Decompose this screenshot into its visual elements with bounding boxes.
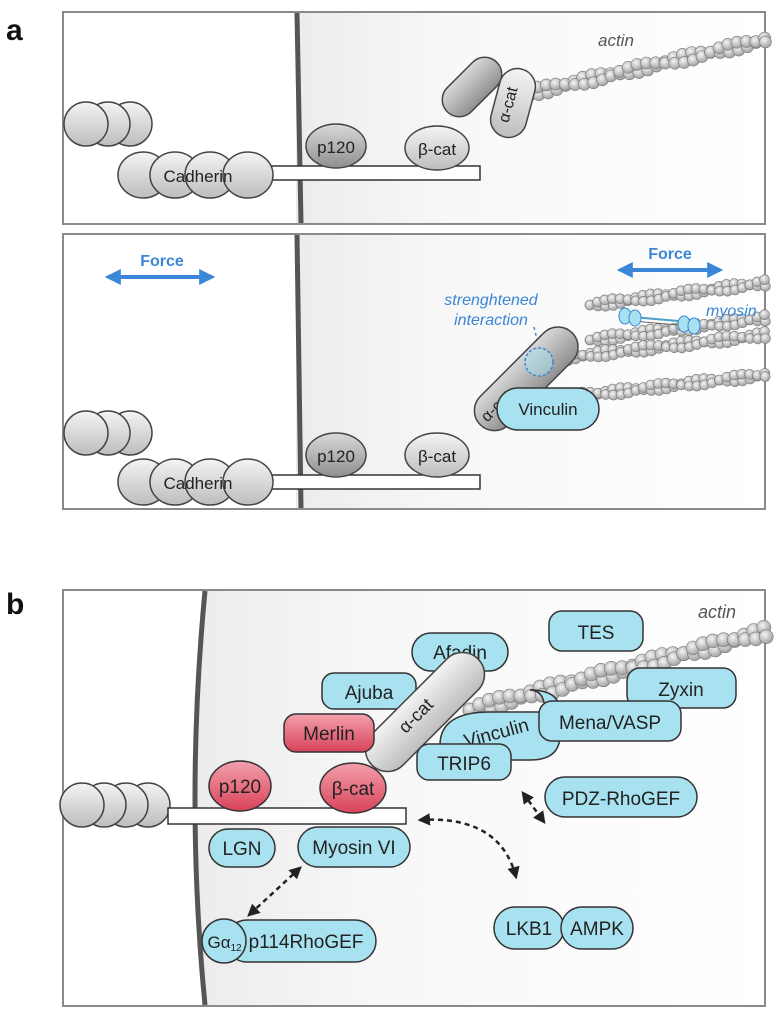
protein-zyxin: Zyxin [626,667,737,709]
protein-p114rhogef: p114RhoGEF [225,919,377,963]
alpha-cat-protein [441,56,537,139]
protein-alpha-cat-b [364,651,486,773]
neighbour-cadherin-2 [63,410,153,456]
ampk-label: AMPK [570,919,624,940]
cell-interior [296,13,764,223]
tes-label: TES [578,623,615,644]
mena-vasp-label: Mena/VASP [559,713,661,734]
myosin-filament [618,307,701,335]
p120-label: p120 [317,138,355,157]
p120-label-b: p120 [219,777,261,798]
galpha-label: Gα [207,933,230,952]
interaction-arrow-vinculin-pdz [521,790,546,825]
p114rhogef-label: p114RhoGEF [249,932,364,953]
panel-a-label: a [6,14,23,47]
protein-beta-cat-b: β-cat [319,762,387,814]
trip6-label: TRIP6 [437,754,491,775]
cadherin-protein [117,151,274,199]
force-label-left: Force [140,253,184,270]
lgn-label: LGN [222,839,261,860]
protein-mena-vasp: Mena/VASP [538,700,682,742]
actin-label: actin [598,31,634,50]
actin-bead [759,371,771,382]
p120-protein-2 [305,432,367,478]
cadherin-label: Cadherin [164,167,233,186]
ajuba-label: Ajuba [345,683,394,704]
neighbour-cadherin-b [59,782,171,828]
interaction-arrow-cadherin-lkb1 [417,813,520,880]
cadherin-protein-2 [117,458,274,506]
actin-bead [759,274,770,286]
p120-label-2: p120 [317,447,355,466]
protein-ajuba: Ajuba [321,672,417,710]
vinculin-protein [496,387,600,431]
beta-cat-label-2: β-cat [418,447,456,466]
protein-pdz-rhogef: PDZ-RhoGEF [544,776,698,818]
protein-tes: TES [548,610,644,652]
lkb1-label: LKB1 [506,919,552,940]
cadherin-tail-2 [264,474,481,490]
actin-bead [759,309,770,321]
panel-a-bottom: Force Force myosin strenghtened interact… [62,233,771,510]
cadherin-label-2: Cadherin [164,474,233,493]
vinculin-label: Vinculin [518,400,577,419]
force-label-right: Force [648,246,692,263]
strengthened-label-line1: strenghtened [444,292,539,309]
cell-membrane-b [192,590,208,1006]
protein-lgn: LGN [208,828,276,868]
cell-membrane [294,12,304,224]
beta-cat-label-b: β-cat [332,779,375,800]
actin-bead [760,333,771,344]
myosin-vi-label: Myosin VI [312,838,395,859]
panel-a-top: actin Cadherin p120 β-cat α-cat [62,11,772,225]
actin-bead [758,629,774,645]
neighbour-cadherin [63,101,153,147]
p120-protein [305,123,367,169]
zyxin-label: Zyxin [658,680,703,701]
pdz-rhogef-label: PDZ-RhoGEF [562,789,680,810]
protein-galpha12: Gα 12 [201,918,247,964]
cell-membrane-2 [294,234,304,509]
beta-cat-protein [404,125,470,171]
merlin-label: Merlin [303,724,355,745]
protein-merlin: Merlin [283,713,375,753]
protein-myosin-vi: Myosin VI [297,826,411,868]
actin-label-b: actin [698,602,736,622]
myosin-label: myosin [706,303,757,320]
cadherin-tail-b [167,807,407,825]
strengthened-label-line2: interaction [454,312,528,329]
interaction-arrow-myosinvi-galpha [247,866,302,917]
beta-cat-label: β-cat [418,140,456,159]
actin-bead [759,35,772,49]
protein-lkb1: LKB1 [493,906,565,950]
galpha-subscript: 12 [230,943,242,954]
protein-ampk: AMPK [560,906,634,950]
strengthened-interaction-site [524,347,554,377]
protein-trip6: TRIP6 [416,743,512,781]
protein-p120-b: p120 [208,760,272,812]
panel-b-label: b [6,588,24,621]
panel-b: actin TES Afadin Zyxin Ajuba α-cat [59,589,774,1007]
beta-cat-protein-2 [404,432,470,478]
